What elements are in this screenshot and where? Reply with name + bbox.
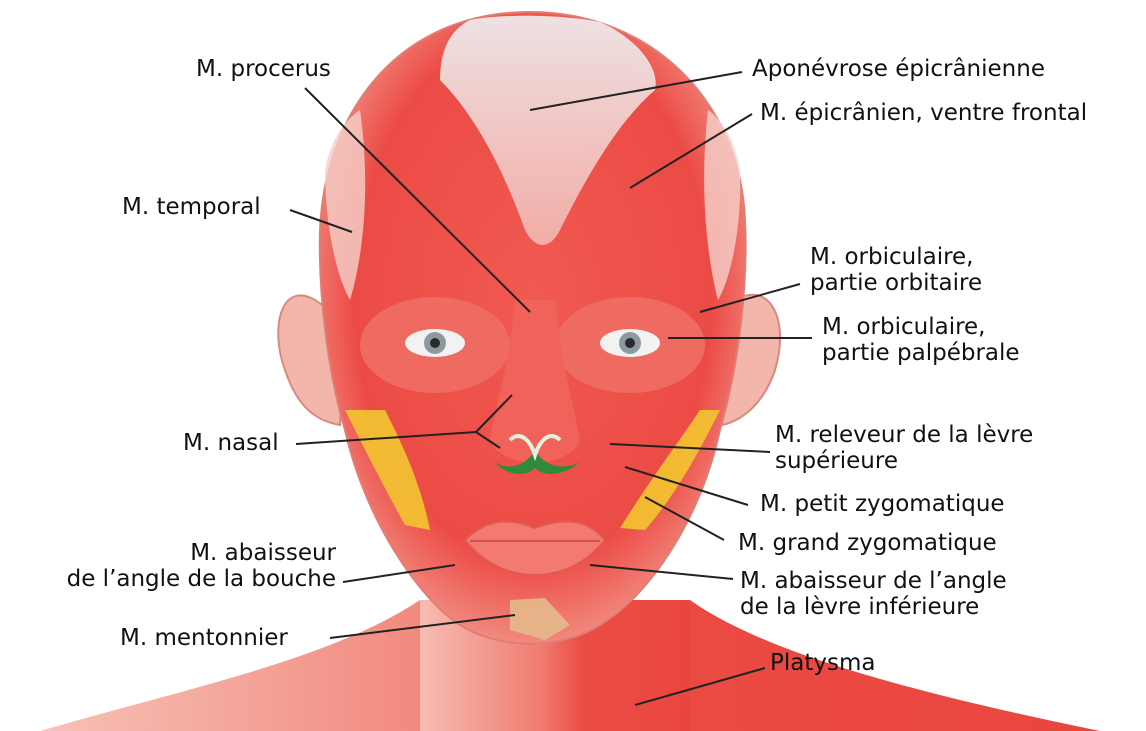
- label-abaisseur-levre-line2: de la lèvre inférieure: [740, 594, 1007, 620]
- label-mentonnier: M. mentonnier: [120, 625, 288, 651]
- label-abaisseur-bouche-line2: de l’angle de la bouche: [67, 566, 336, 592]
- label-releveur-line2: supérieure: [775, 448, 1033, 474]
- label-orbiculaire-palpebrale-line2: partie palpébrale: [822, 340, 1020, 366]
- label-releveur: M. releveur de la lèvre supérieure: [775, 422, 1033, 474]
- label-grand-zygomatique: M. grand zygomatique: [738, 530, 997, 556]
- label-abaisseur-bouche-line1: M. abaisseur: [67, 540, 336, 566]
- label-nasal: M. nasal: [183, 430, 279, 456]
- label-orbiculaire-palpebrale: M. orbiculaire, partie palpébrale: [822, 314, 1020, 366]
- label-abaisseur-levre-line1: M. abaisseur de l’angle: [740, 568, 1007, 594]
- label-orbiculaire-palpebrale-line1: M. orbiculaire,: [822, 314, 1020, 340]
- label-epicranien: M. épicrânien, ventre frontal: [760, 100, 1087, 126]
- label-orbiculaire-orbitaire: M. orbiculaire, partie orbitaire: [810, 244, 982, 296]
- label-orbiculaire-orbitaire-line1: M. orbiculaire,: [810, 244, 982, 270]
- label-abaisseur-bouche: M. abaisseur de l’angle de la bouche: [67, 540, 336, 592]
- label-procerus: M. procerus: [196, 56, 331, 82]
- label-releveur-line1: M. releveur de la lèvre: [775, 422, 1033, 448]
- left-pupil: [430, 338, 440, 348]
- label-abaisseur-levre: M. abaisseur de l’angle de la lèvre infé…: [740, 568, 1007, 620]
- label-aponevrose: Aponévrose épicrânienne: [752, 56, 1045, 82]
- label-orbiculaire-orbitaire-line2: partie orbitaire: [810, 270, 982, 296]
- label-petit-zygomatique: M. petit zygomatique: [760, 491, 1005, 517]
- right-pupil: [625, 338, 635, 348]
- label-temporal: M. temporal: [122, 194, 261, 220]
- label-platysma: Platysma: [770, 650, 875, 676]
